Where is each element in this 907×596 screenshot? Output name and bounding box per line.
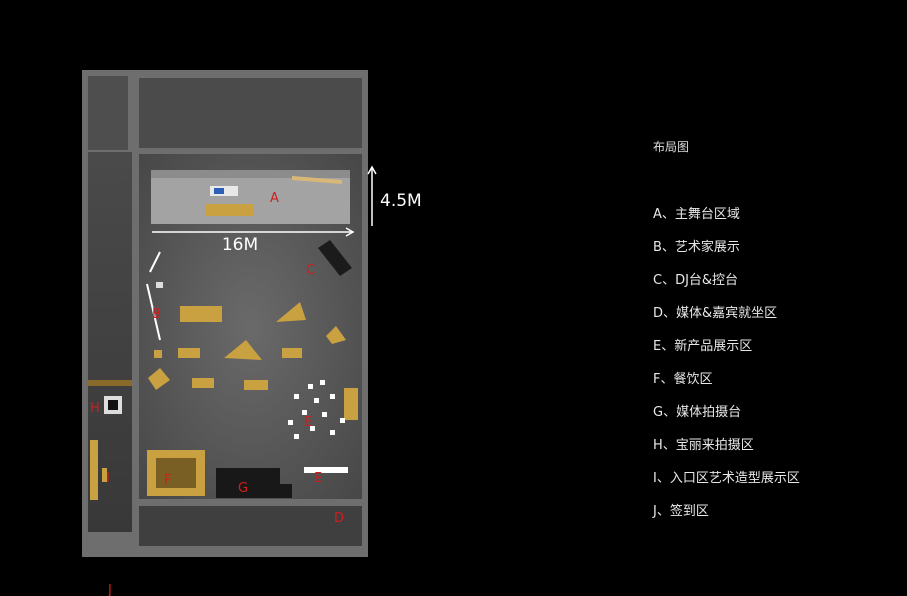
bottom-room	[139, 506, 362, 546]
zone-label-b: B	[152, 307, 161, 322]
zone-label-a: A	[270, 191, 279, 206]
legend-item: F、餐饮区	[653, 372, 713, 387]
entrance-art	[90, 440, 98, 500]
media-platform	[216, 468, 280, 498]
zone-label-g: G	[238, 481, 248, 496]
legend-item: G、媒体拍摄台	[653, 405, 742, 420]
corridor-top-room	[88, 76, 128, 150]
zone-label-f: F	[164, 473, 171, 488]
legend-item: A、主舞台区域	[653, 207, 740, 222]
artist-wall-1	[149, 251, 161, 273]
legend-item: B、艺术家展示	[653, 240, 740, 255]
artist-wall-2	[146, 283, 161, 341]
legend-title: 布局图	[653, 140, 690, 154]
stage-ramp	[292, 176, 342, 184]
zone-label-e-upper: E	[304, 415, 312, 430]
product-display	[288, 380, 345, 439]
legend-item: C、DJ台&控台	[653, 273, 739, 288]
depth-label: 4.5M	[380, 191, 422, 211]
zone-label-i: I	[106, 471, 110, 486]
dj-booth	[318, 240, 352, 276]
legend-item: J、签到区	[653, 504, 709, 519]
zone-label-e: E	[314, 471, 322, 486]
guest-seating	[148, 302, 358, 420]
legend-item: D、媒体&嘉宾就坐区	[653, 306, 778, 321]
width-label: 16M	[222, 235, 258, 255]
top-room	[139, 78, 362, 148]
zone-label-h: H	[90, 401, 100, 416]
product-counter	[304, 467, 348, 473]
zone-label-j: J	[107, 583, 112, 596]
legend-item: H、宝丽来拍摄区	[653, 438, 754, 453]
stage-furniture	[206, 204, 254, 216]
legend-item: E、新产品展示区	[653, 339, 753, 354]
zone-label-c: C	[306, 263, 315, 278]
legend-item: I、入口区艺术造型展示区	[653, 471, 800, 486]
zone-label-d: D	[334, 511, 344, 526]
zone-labels: A B C E E F G H I D J	[90, 191, 344, 596]
